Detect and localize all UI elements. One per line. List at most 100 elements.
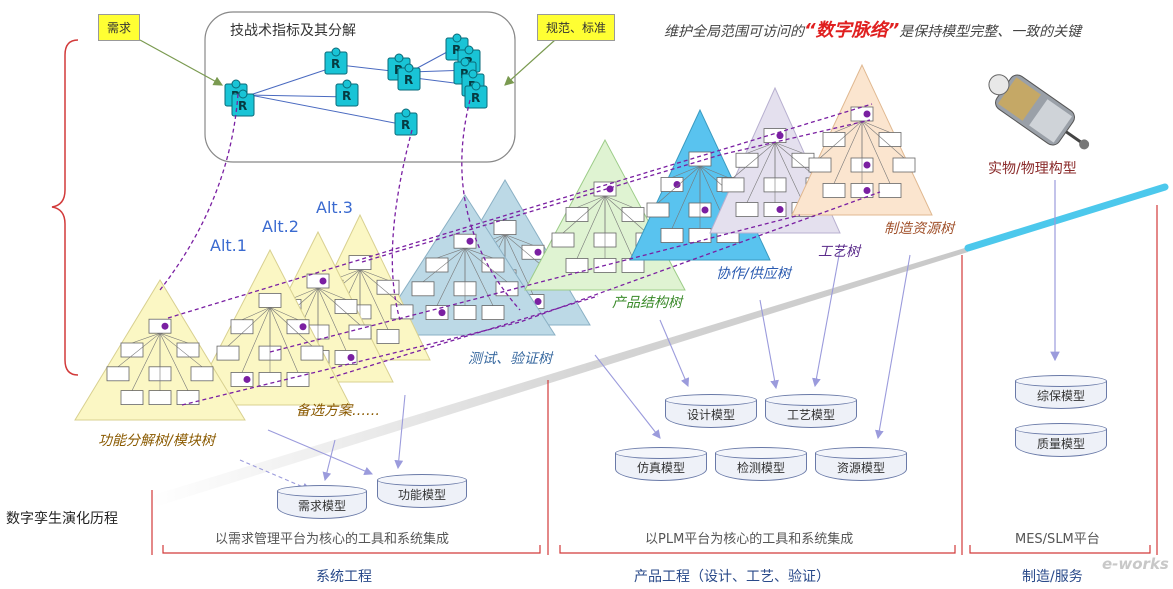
requirement-piece-tab xyxy=(394,53,404,63)
tree-branch xyxy=(732,142,776,179)
requirement-piece-tab xyxy=(468,69,478,79)
requirement-piece-tab xyxy=(401,108,411,118)
thread-dot xyxy=(863,187,871,194)
tree-node xyxy=(721,177,745,193)
thread-line xyxy=(181,191,881,406)
maintenance-model-label: 综保模型 xyxy=(1036,389,1085,403)
model-arrow xyxy=(759,299,779,390)
tree-branch xyxy=(317,287,347,351)
tree-branch xyxy=(317,287,361,326)
tree-node xyxy=(660,177,684,192)
tree-branch xyxy=(422,247,466,283)
tree-branch xyxy=(269,307,299,321)
tree-branch xyxy=(159,332,203,368)
tree-branch xyxy=(671,165,701,178)
tree-node xyxy=(286,319,310,335)
alt-1-label: Alt.1 xyxy=(210,236,247,255)
tree-branch xyxy=(504,234,534,246)
standards-tag: 规范、标准 xyxy=(537,14,616,41)
product-engineering-label: 产品工程（设计、工艺、验证） xyxy=(634,569,830,585)
tree-node xyxy=(176,390,200,406)
thread-dot xyxy=(438,309,446,317)
section-dividers xyxy=(151,205,1158,555)
inspection-model-label: 检测模型 xyxy=(736,461,785,475)
headline-prefix: 维护全局范围可访问的 xyxy=(664,24,804,40)
tree-node xyxy=(565,207,589,222)
tree-node xyxy=(216,345,240,361)
requirement-piece: R xyxy=(397,63,421,91)
requirement-piece-letter: R xyxy=(452,43,461,57)
collab-tree-label: 协作/供应树 xyxy=(716,266,791,282)
plm-platform-label: 以PLM平台为核心的工具和系统集成 xyxy=(645,532,854,547)
process-model: 工艺模型 xyxy=(765,394,857,428)
tree-node xyxy=(258,292,282,308)
simulation-model-label: 仿真模型 xyxy=(636,461,685,475)
tech-box-title: 技战术指标及其分解 xyxy=(230,23,356,39)
tree-node xyxy=(481,257,505,273)
need-tag: 需求 xyxy=(98,14,141,41)
tree-node xyxy=(878,132,902,147)
tree-node xyxy=(176,342,200,358)
process-model-label: 工艺模型 xyxy=(786,408,835,422)
design-model-label: 设计模型 xyxy=(686,408,735,422)
tree-node xyxy=(621,207,645,222)
requirement-piece-tab xyxy=(231,79,241,89)
tree-branch xyxy=(159,332,189,344)
requirement-piece-letter: R xyxy=(238,99,247,113)
tree-node xyxy=(425,257,449,273)
tree-node xyxy=(822,132,846,147)
thread-line xyxy=(159,93,239,291)
tree-node xyxy=(411,281,435,297)
left-brace xyxy=(51,39,79,376)
model-arrow xyxy=(874,254,911,440)
tree-branch xyxy=(746,142,776,203)
tree-branch xyxy=(131,332,161,344)
tree-node xyxy=(763,202,787,217)
requirement-piece-tab xyxy=(331,47,341,57)
thread-dot xyxy=(243,375,251,383)
requirement-pieces: RRRRRRRRRRRR xyxy=(224,33,488,136)
requirement-piece-letter: R xyxy=(404,73,413,87)
tree-node xyxy=(453,305,477,321)
requirement-piece-tab xyxy=(471,81,481,91)
manufacturing-service-label: 制造/服务 xyxy=(1022,569,1083,585)
tree-branch xyxy=(576,195,606,208)
tree-node xyxy=(300,345,324,361)
tree-branch xyxy=(833,120,863,184)
tree-node xyxy=(850,183,874,198)
function-model: 功能模型 xyxy=(377,474,467,508)
test-tree-label: 测试、验证树 xyxy=(468,351,552,367)
evolution-band xyxy=(150,247,968,506)
requirement-piece-tab xyxy=(238,89,248,99)
tree-node xyxy=(376,279,400,295)
tree-triangle xyxy=(189,248,351,406)
requirement-piece: R xyxy=(464,81,488,109)
thread-dot xyxy=(299,323,307,331)
thread-dot xyxy=(466,237,474,245)
model-arrow xyxy=(812,249,841,388)
tree-branch xyxy=(604,195,634,259)
physical-label: 实物/物理构型 xyxy=(988,161,1077,177)
tree-node xyxy=(660,228,684,243)
headline: 维护全局范围可访问的“数字脉络”是保持模型完整、一致的关键 xyxy=(664,16,1081,42)
tree-node xyxy=(258,372,282,387)
tree-branch xyxy=(269,307,313,347)
thread-line xyxy=(167,103,873,319)
tree-branch xyxy=(436,248,466,306)
requirement-piece-tab xyxy=(404,63,414,73)
tree-branch xyxy=(317,287,347,300)
tree-node xyxy=(878,183,902,198)
tree-node xyxy=(481,305,505,321)
tree-node xyxy=(551,232,575,248)
tree-branch xyxy=(861,120,891,184)
model-arrow xyxy=(394,394,406,470)
mes-platform-label: MES/SLM平台 xyxy=(1015,532,1100,547)
process-tree-label: 工艺树 xyxy=(818,244,860,260)
model-arrow xyxy=(267,429,374,476)
resource-model-label: 资源模型 xyxy=(836,461,885,475)
tree-branch xyxy=(464,247,494,259)
tech-box-frame xyxy=(204,11,516,163)
requirement-piece: R xyxy=(231,89,255,117)
thread-line xyxy=(361,119,871,263)
